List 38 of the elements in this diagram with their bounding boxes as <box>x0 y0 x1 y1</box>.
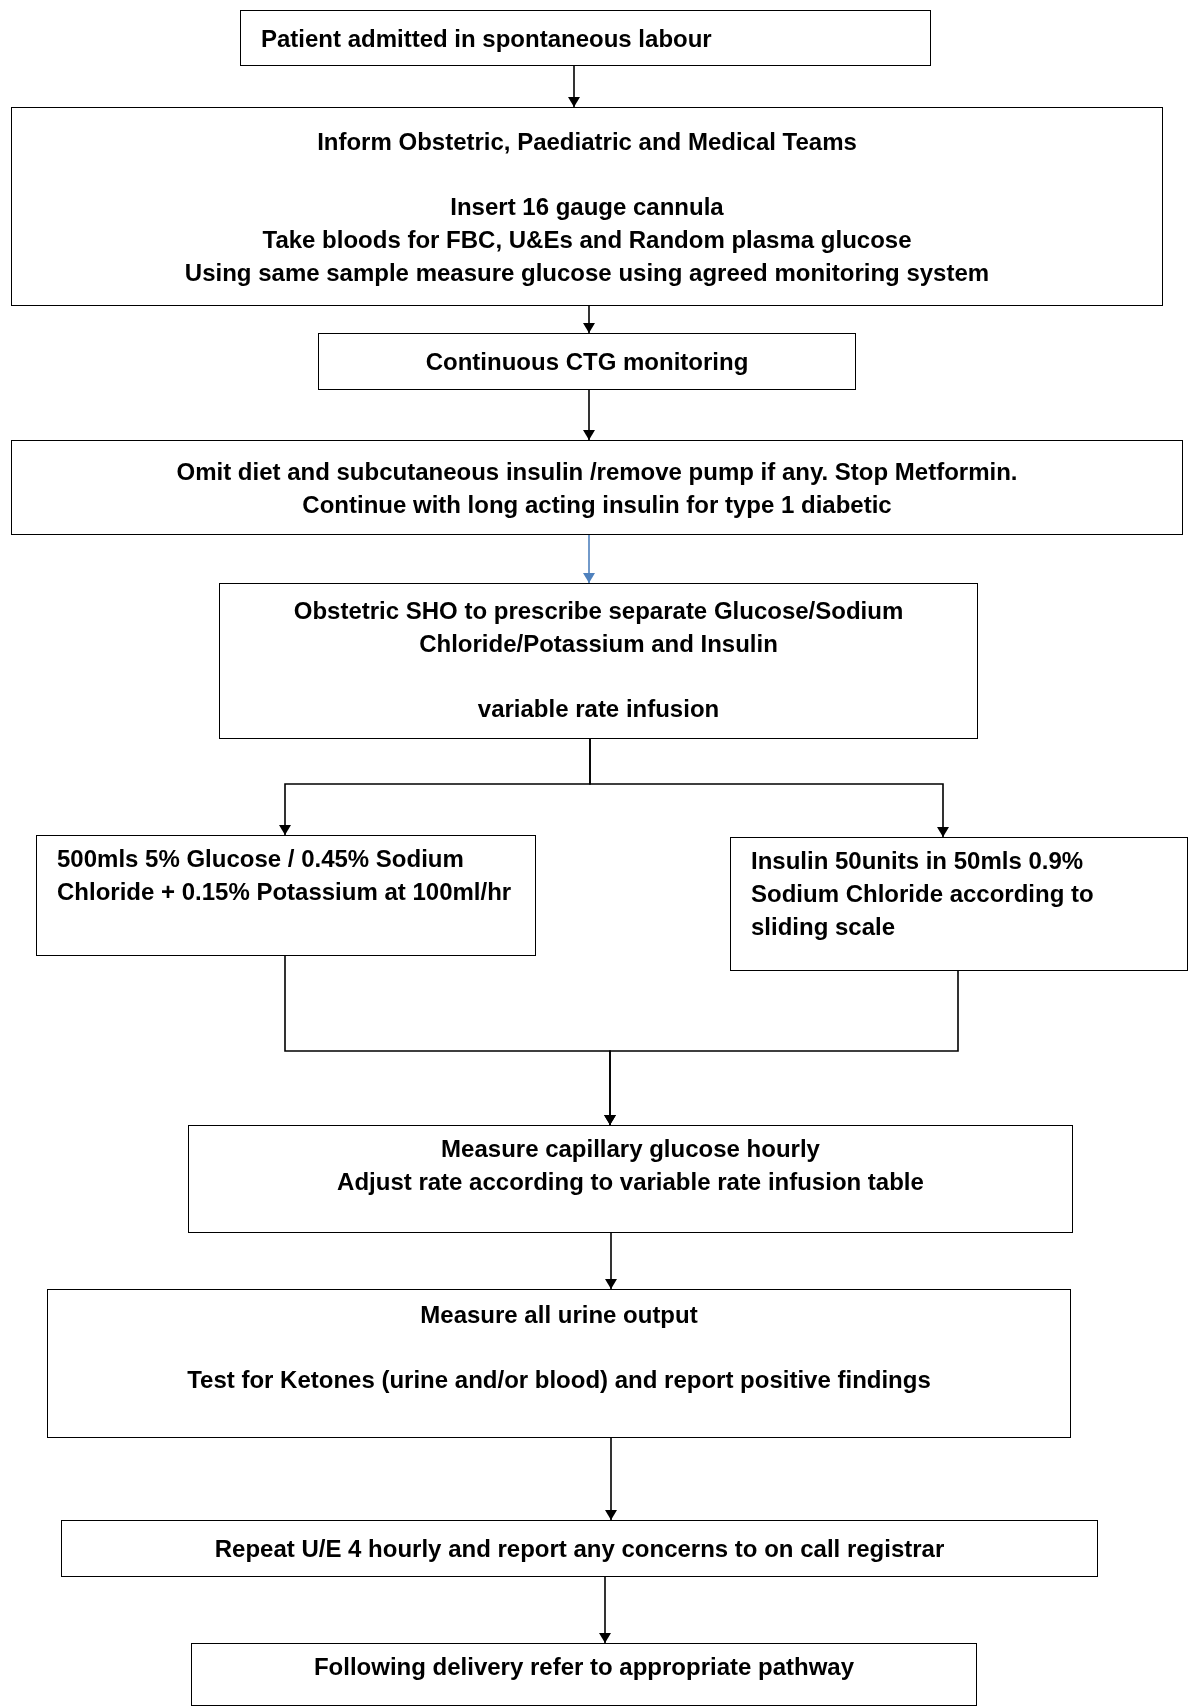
arrow <box>583 305 595 334</box>
step-text: Adjust rate according to variable rate infusion table <box>337 1167 924 1197</box>
arrow <box>604 970 959 1126</box>
process-box <box>219 583 978 739</box>
arrow <box>605 1232 617 1290</box>
process-box <box>191 1643 977 1706</box>
arrow <box>605 1437 617 1521</box>
step-text: Repeat U/E 4 hourly and report any concerns to on call registrar <box>214 1534 945 1564</box>
arrow <box>589 738 949 838</box>
arrow <box>568 65 580 108</box>
step-text: Inform Obstetric, Paediatric and Medical Teams <box>317 126 857 157</box>
process-box <box>36 835 536 956</box>
process-box <box>11 440 1183 535</box>
step-text: variable rate infusion <box>477 694 720 724</box>
step-text: Using same sample measure glucose using agreed monitoring system <box>184 257 990 288</box>
step-text: Take bloods for FBC, U&Es and Random plasma glucose <box>262 224 912 255</box>
step-text: Measure capillary glucose hourly <box>441 1134 820 1164</box>
process-box <box>240 10 931 66</box>
step-text: Omit diet and subcutaneous insulin /remove pump if any. Stop Metformin. <box>176 456 1018 487</box>
process-box <box>188 1125 1073 1233</box>
step-text: Continue with long acting insulin for type 1 diabetic <box>302 489 892 520</box>
process-box <box>11 107 1163 306</box>
arrow <box>599 1576 611 1644</box>
step-text: Obstetric SHO to prescribe separate Glucose/Sodium Chloride/Potassium and Insulin <box>292 596 905 659</box>
step-text: Insulin 50units in 50mls 0.9% Sodium Chloride according to sliding scale <box>751 846 1095 942</box>
step-text: 500mls 5% Glucose / 0.45% Sodium Chloride + 0.15% Potassium at 100ml/hr <box>57 844 513 907</box>
step-text: Following delivery refer to appropriate pathway <box>313 1652 855 1682</box>
step-text: Measure all urine output <box>420 1300 698 1330</box>
step-text: Patient admitted in spontaneous labour <box>261 23 712 54</box>
arrow <box>583 534 595 584</box>
step-text: Continuous CTG monitoring <box>425 347 749 377</box>
process-box <box>730 837 1188 971</box>
step-text: Insert 16 gauge cannula <box>450 191 724 222</box>
process-box <box>318 333 856 390</box>
arrow <box>583 389 595 441</box>
process-box <box>47 1289 1071 1438</box>
process-box <box>61 1520 1098 1577</box>
step-text: Test for Ketones (urine and/or blood) and report positive findings <box>187 1365 931 1395</box>
